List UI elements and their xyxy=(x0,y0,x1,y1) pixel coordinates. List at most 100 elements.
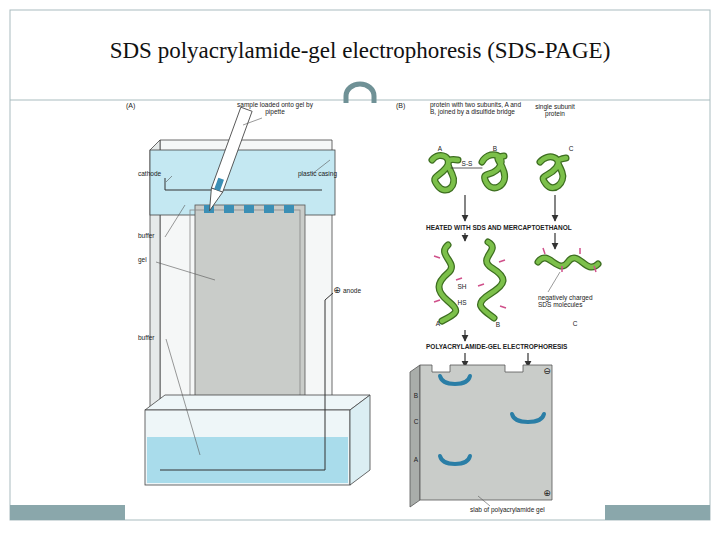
subunit-label: B xyxy=(493,321,503,328)
electrophoresis-apparatus xyxy=(214,178,224,191)
sds-molecule xyxy=(478,284,484,286)
group-label: HS xyxy=(455,299,469,306)
polarity-sign: ⊕ xyxy=(331,285,343,295)
leader-line xyxy=(166,339,200,455)
folded-protein xyxy=(540,157,566,188)
electrophoresis-apparatus xyxy=(160,293,333,470)
sds-molecule xyxy=(543,248,545,254)
gel-slab xyxy=(410,365,552,507)
subunit-label: A xyxy=(433,320,443,327)
polarity-sign: ⊖ xyxy=(541,366,553,376)
protein-band xyxy=(440,456,470,464)
unfolded-chain xyxy=(480,242,503,318)
panel-label: (B) xyxy=(396,102,416,110)
sds-molecule xyxy=(456,278,462,280)
subunit-label: A xyxy=(435,145,445,152)
part-label: slab of polyacrylamide gel xyxy=(470,506,580,513)
gel-slab xyxy=(410,365,420,507)
callout-text: negatively charged SDS molecules xyxy=(538,294,600,309)
sds-molecule xyxy=(499,260,505,262)
leader-line xyxy=(478,496,490,506)
callout-text: single subunit protein xyxy=(530,103,580,118)
step-label: POLYACRYLAMIDE-GEL ELECTROPHORESIS xyxy=(426,343,606,350)
protein-band xyxy=(440,376,470,384)
electrophoresis-apparatus xyxy=(350,395,370,485)
gel-slab xyxy=(420,365,552,500)
slide-frame xyxy=(10,100,710,101)
part-label: anode xyxy=(343,287,383,294)
unfolded-chain xyxy=(538,258,598,267)
part-label: buffer xyxy=(138,232,173,239)
subunit-label: C xyxy=(566,145,576,152)
part-label: gel xyxy=(138,256,168,263)
electrophoresis-apparatus xyxy=(147,437,348,483)
leader-line xyxy=(156,118,330,455)
folded-protein xyxy=(482,155,505,188)
electrophoresis-apparatus xyxy=(284,205,294,213)
sds-molecule xyxy=(579,248,581,254)
band-label: B xyxy=(411,392,421,399)
polarity-sign: ⊕ xyxy=(541,488,553,498)
flow-arrow xyxy=(554,195,555,221)
callout-text: protein with two subunits, A and B, join… xyxy=(430,101,525,116)
band-label: A xyxy=(411,456,421,463)
panel-label: (A) xyxy=(126,102,146,110)
band-label: C xyxy=(411,418,421,425)
folded-protein xyxy=(451,168,482,169)
electrophoresis-apparatus xyxy=(165,190,322,191)
slide-title: SDS polyacrylamide-gel electrophoresis (… xyxy=(20,38,700,64)
electrophoresis-apparatus xyxy=(165,178,166,190)
footer-band xyxy=(10,505,125,520)
protein-band xyxy=(512,414,544,422)
electrophoresis-apparatus xyxy=(211,107,252,192)
slide-frame xyxy=(10,10,710,520)
folded-protein xyxy=(432,155,458,190)
folded-protein xyxy=(482,155,505,188)
sds-molecule xyxy=(548,272,560,292)
electrophoresis-apparatus xyxy=(145,395,370,410)
flow-arrow xyxy=(464,195,465,221)
leader-line xyxy=(243,118,262,125)
folded-protein xyxy=(432,155,566,190)
unfolded-chain xyxy=(480,242,503,318)
slide-frame xyxy=(10,10,710,520)
part-label: plastic casing xyxy=(298,170,358,177)
flow-arrow xyxy=(465,195,555,367)
bond-label: S-S xyxy=(458,160,476,167)
flow-arrow xyxy=(464,330,465,341)
folded-protein xyxy=(540,157,566,188)
leader-line xyxy=(165,205,185,237)
unfolded-chain xyxy=(439,245,456,321)
protein-band xyxy=(440,376,544,464)
part-label: cathode xyxy=(138,170,178,177)
electrophoresis-apparatus xyxy=(224,205,234,213)
flow-arrow xyxy=(464,233,465,241)
sds-molecule xyxy=(434,300,440,302)
part-label: buffer xyxy=(138,334,173,341)
sds-molecule xyxy=(500,306,506,308)
footer-band xyxy=(605,505,710,520)
leader-line xyxy=(156,262,215,280)
folded-protein xyxy=(432,155,458,190)
arch-ornament xyxy=(346,84,374,103)
step-label: HEATED WITH SDS AND MERCAPTOETHANOL xyxy=(426,224,616,231)
subunit-label: B xyxy=(490,145,500,152)
electrophoresis-apparatus xyxy=(244,205,254,213)
flow-arrow xyxy=(554,233,555,249)
electrophoresis-apparatus xyxy=(204,107,252,213)
unfolded-chain xyxy=(439,242,598,321)
electrophoresis-apparatus xyxy=(145,107,370,485)
unfolded-chain xyxy=(538,258,598,267)
subunit-label: C xyxy=(570,320,580,327)
sds-molecule xyxy=(434,256,440,258)
electrophoresis-apparatus xyxy=(145,410,350,485)
electrophoresis-apparatus xyxy=(264,205,274,213)
sds-molecule xyxy=(561,266,563,272)
callout-text: sample loaded onto gel by pipette xyxy=(230,101,320,116)
leader-line xyxy=(166,176,172,182)
electrophoresis-apparatus xyxy=(204,188,223,213)
sds-molecule xyxy=(594,266,596,272)
group-label: SH xyxy=(455,283,469,290)
